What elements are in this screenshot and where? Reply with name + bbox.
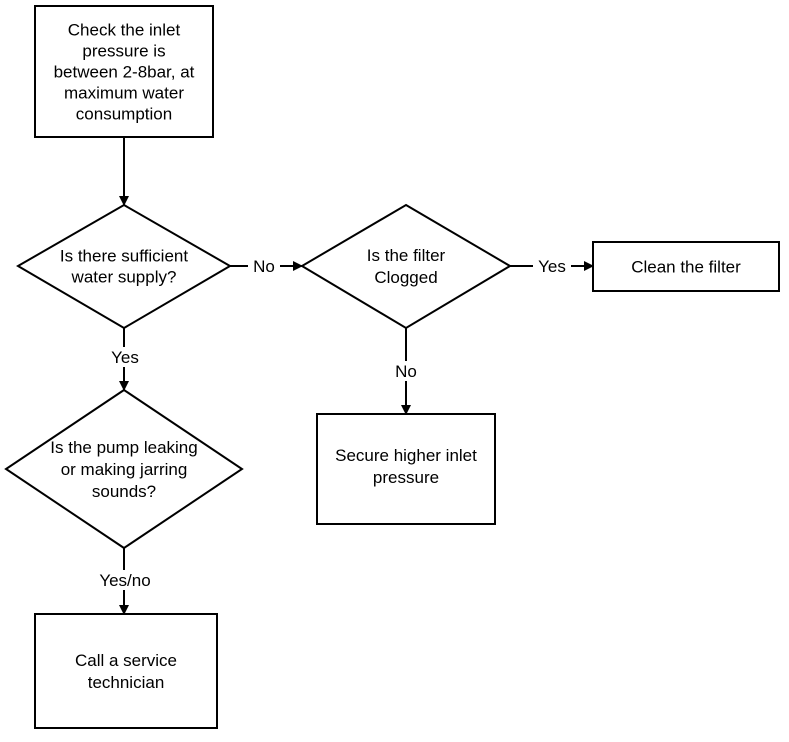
node-water-supply-decision: Is there sufficient water supply?: [16, 203, 232, 330]
node-text-line: Check the inlet: [68, 21, 181, 40]
node-text-line: Clean the filter: [631, 258, 741, 277]
node-text-line: water supply?: [71, 268, 177, 287]
svg-text:No: No: [395, 362, 417, 381]
svg-text:Yes: Yes: [538, 257, 566, 276]
node-clean-filter: Clean the filter: [592, 241, 780, 292]
node-text-line: Is there sufficient: [60, 247, 188, 266]
edge-label-supply-yes: Yes: [105, 347, 145, 367]
node-text-line: Secure higher inlet: [335, 446, 477, 465]
node-text-line: Is the pump leaking: [50, 438, 197, 457]
svg-text:Yes/no: Yes/no: [99, 571, 150, 590]
node-text-line: pressure: [373, 468, 439, 487]
edge-label-filter-no: No: [389, 361, 423, 381]
edge-label-supply-no: No: [248, 256, 280, 276]
edge-label-filter-yes: Yes: [533, 256, 571, 276]
node-text-line: Clogged: [374, 268, 437, 287]
node-text-line: maximum water: [64, 84, 184, 103]
node-pump-leaking-decision: Is the pump leaking or making jarring soun…: [4, 388, 244, 550]
node-text-line: pressure is: [82, 42, 165, 61]
node-secure-higher-pressure: Secure higher inlet pressure: [316, 413, 496, 525]
svg-text:Yes: Yes: [111, 348, 139, 367]
node-text-line: sounds?: [92, 482, 156, 501]
node-call-technician: Call a service technician: [34, 613, 218, 729]
node-text-line: technician: [88, 673, 165, 692]
edge-label-pump-yesno: Yes/no: [91, 570, 159, 590]
node-text-line: consumption: [76, 105, 172, 124]
node-text-line: or making jarring: [61, 460, 188, 479]
node-text-line: Is the filter: [367, 246, 446, 265]
node-text-line: between 2-8bar, at: [54, 63, 195, 82]
svg-text:No: No: [253, 257, 275, 276]
node-check-pressure: Check the inlet pressure is between 2-8bar…: [34, 5, 214, 138]
node-text-line: Call a service: [75, 651, 177, 670]
svg-text:Clean the filter: Clean the filter: [631, 258, 741, 277]
